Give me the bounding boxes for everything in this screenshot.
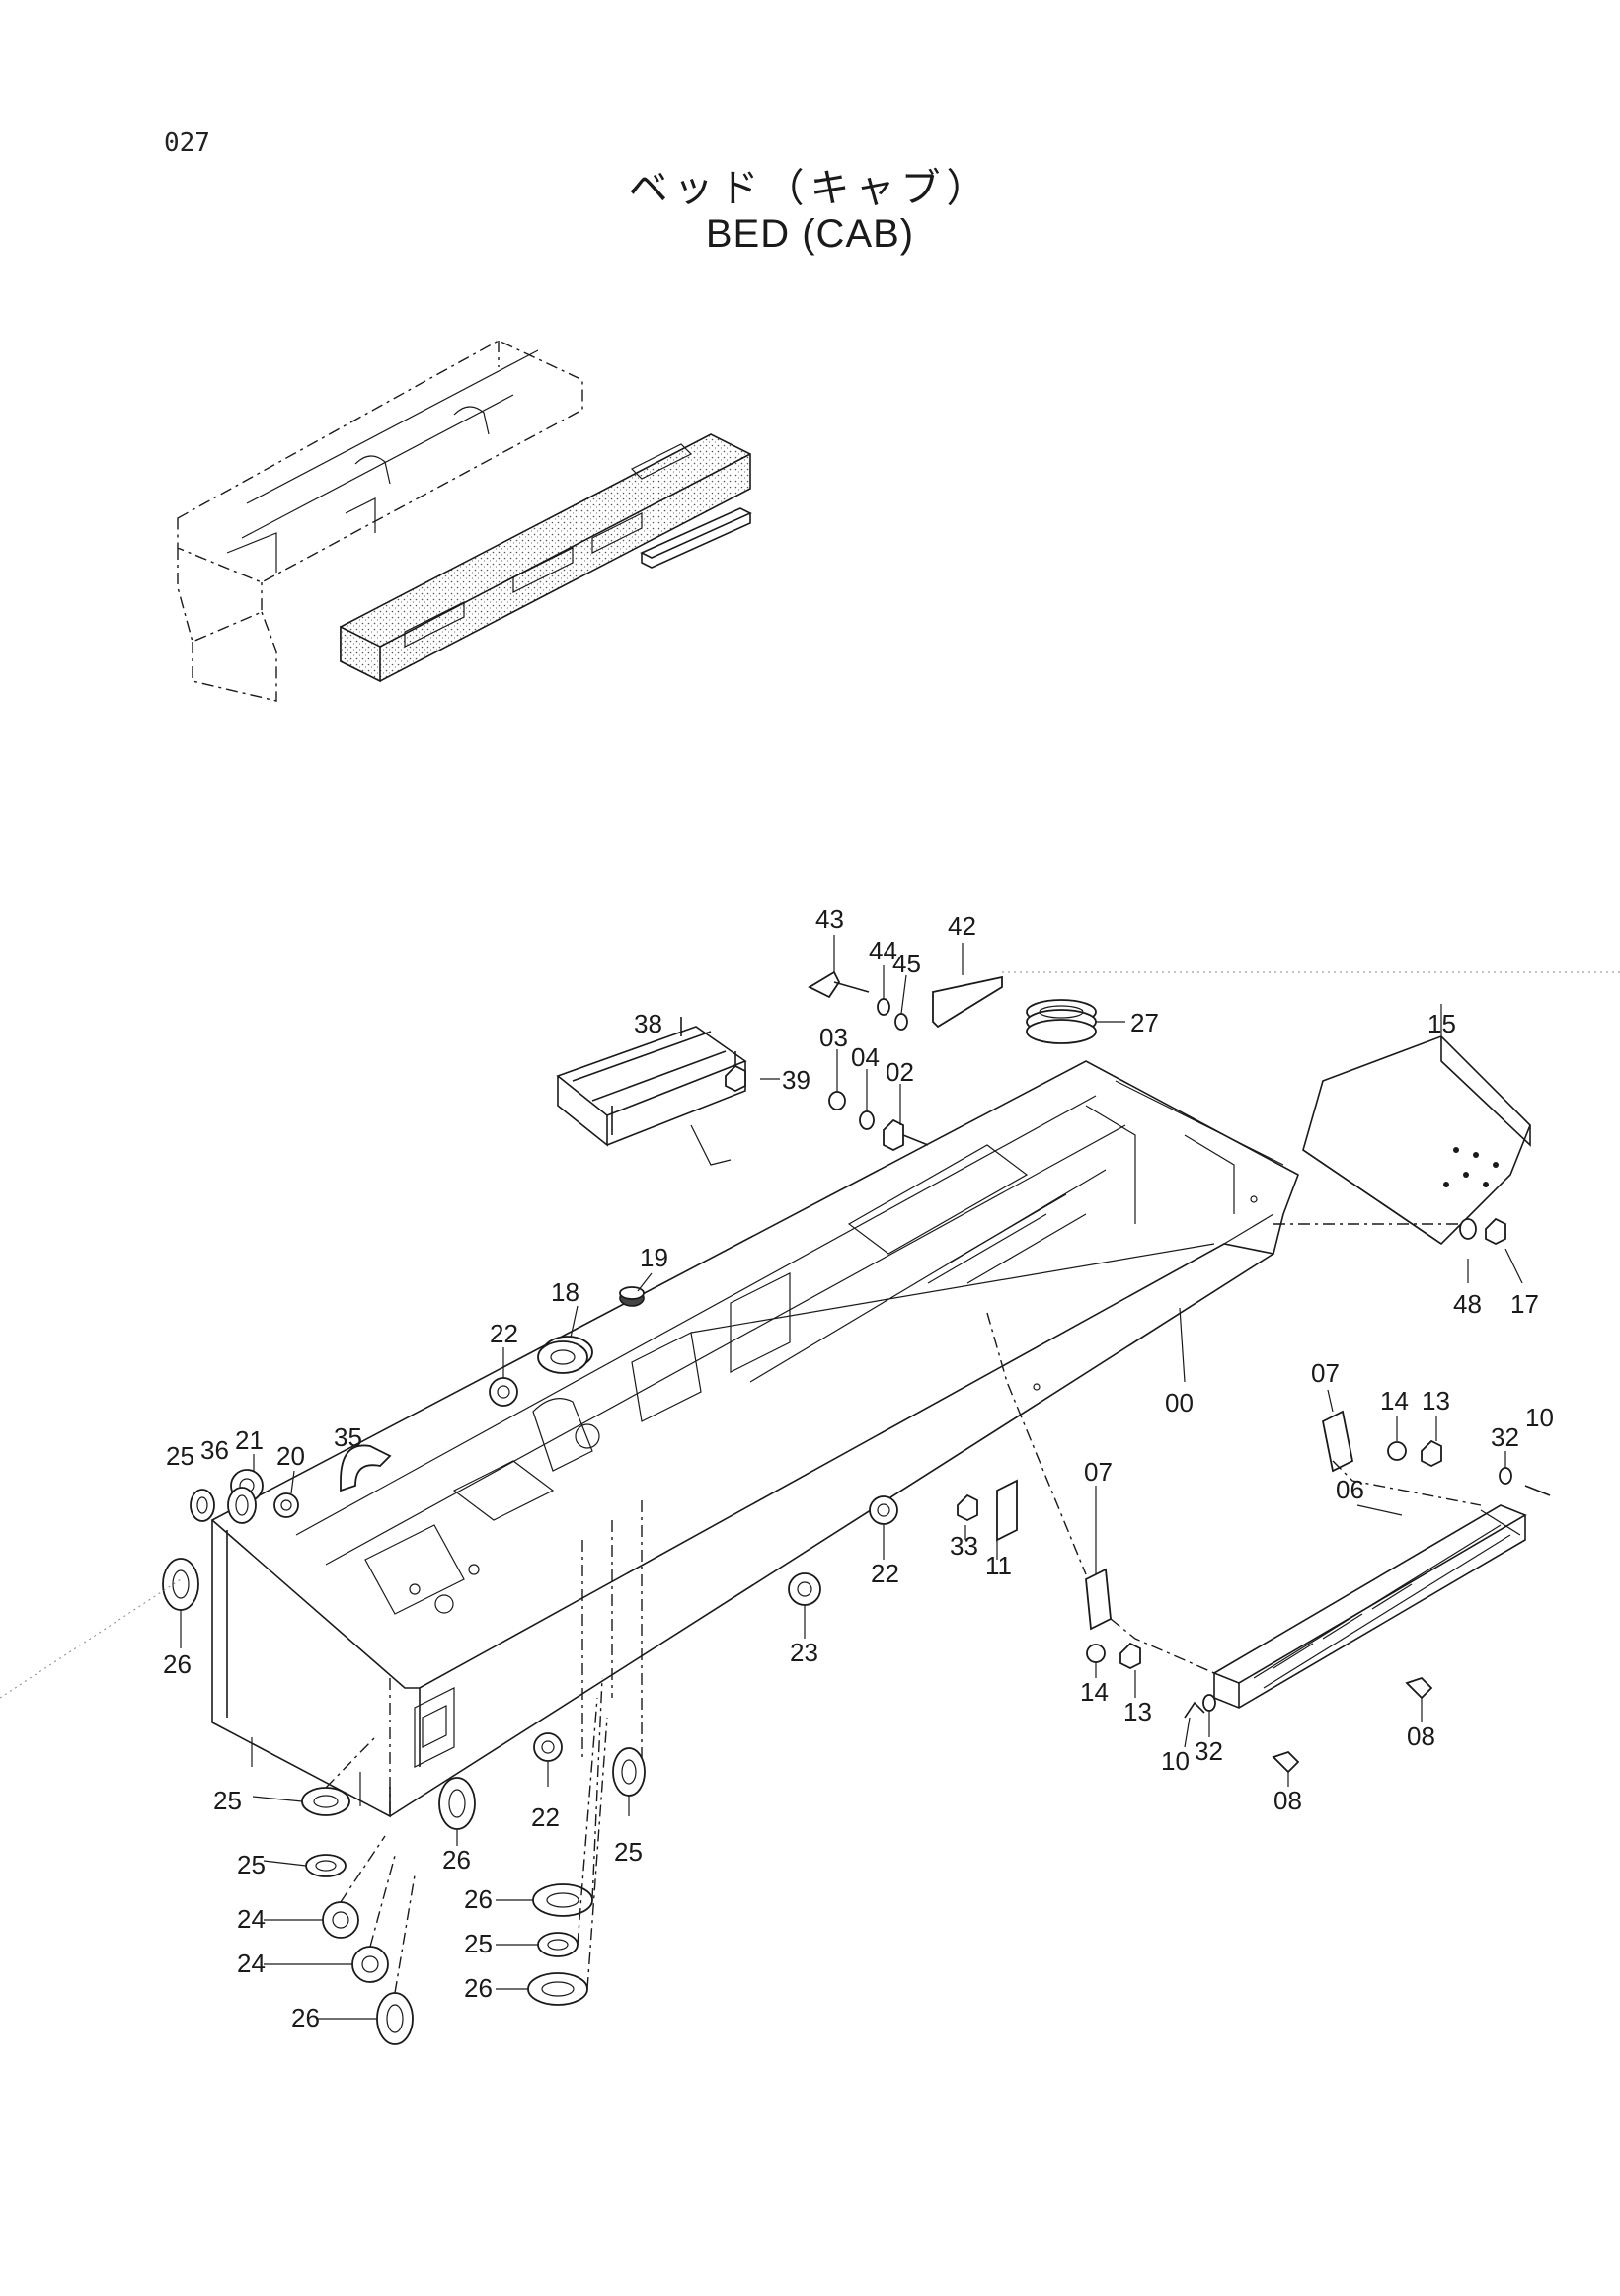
callout-22: 22	[531, 1802, 560, 1832]
callout-20: 20	[276, 1441, 305, 1471]
callout-26: 26	[464, 1973, 493, 2003]
callout-14: 14	[1080, 1677, 1109, 1707]
callout-32: 32	[1491, 1422, 1519, 1452]
callout-17: 17	[1510, 1289, 1539, 1319]
callout-24: 24	[237, 1949, 266, 1978]
callout-36: 36	[200, 1435, 229, 1465]
callout-00: 00	[1165, 1388, 1194, 1417]
callout-25: 25	[166, 1441, 194, 1471]
callout-08: 08	[1407, 1722, 1435, 1751]
callout-26: 26	[464, 1884, 493, 1914]
callout-22: 22	[871, 1559, 899, 1588]
callout-26: 26	[163, 1649, 192, 1679]
callout-22: 22	[490, 1319, 518, 1348]
callout-13: 13	[1123, 1697, 1152, 1726]
callout-labels: 43 44 45 42 27 15 38 03 04 02 39 19 18 2…	[163, 904, 1554, 2032]
callout-18: 18	[551, 1277, 579, 1307]
callout-39: 39	[782, 1065, 810, 1095]
callout-33: 33	[950, 1531, 978, 1561]
callout-25: 25	[237, 1850, 266, 1879]
callout-35: 35	[334, 1422, 362, 1452]
step-plate-part-06	[1212, 1504, 1527, 1709]
cover-part-15	[1302, 1035, 1531, 1246]
callout-44: 44	[869, 936, 897, 965]
callout-32: 32	[1195, 1736, 1223, 1766]
title-japanese: ベッド（キャブ）	[628, 166, 992, 211]
support-part-38	[556, 1017, 747, 1166]
callout-19: 19	[640, 1243, 668, 1272]
callout-10: 10	[1161, 1746, 1190, 1776]
callout-24: 24	[237, 1904, 266, 1934]
callout-13: 13	[1422, 1386, 1450, 1416]
callout-43: 43	[815, 904, 844, 934]
callout-03: 03	[819, 1023, 848, 1052]
callout-08: 08	[1273, 1786, 1302, 1815]
callout-07: 07	[1084, 1457, 1113, 1487]
callout-27: 27	[1130, 1008, 1159, 1037]
callout-48: 48	[1453, 1289, 1482, 1319]
callout-45: 45	[892, 949, 921, 978]
callout-15: 15	[1427, 1009, 1456, 1038]
callout-25: 25	[213, 1786, 242, 1815]
callout-42: 42	[948, 911, 976, 941]
page-number: 027	[164, 128, 210, 158]
callout-06: 06	[1336, 1475, 1364, 1504]
callout-10: 10	[1525, 1403, 1554, 1432]
callout-04: 04	[851, 1042, 880, 1072]
callout-14: 14	[1380, 1386, 1409, 1416]
leader-lines	[0, 935, 1620, 2020]
callout-26: 26	[442, 1845, 471, 1875]
callout-07: 07	[1311, 1358, 1340, 1388]
callout-21: 21	[235, 1425, 264, 1455]
callout-26: 26	[291, 2003, 320, 2032]
callout-02: 02	[886, 1057, 914, 1087]
callout-25: 25	[464, 1929, 493, 1958]
callout-11: 11	[985, 1551, 1012, 1580]
callout-25: 25	[614, 1837, 643, 1867]
callout-23: 23	[790, 1638, 818, 1667]
bed-frame-assembly	[210, 1060, 1299, 1818]
hardware-parts	[162, 970, 1551, 2045]
callout-38: 38	[634, 1009, 662, 1038]
title-english: BED (CAB)	[705, 212, 915, 256]
location-overview-drawing	[177, 340, 752, 702]
